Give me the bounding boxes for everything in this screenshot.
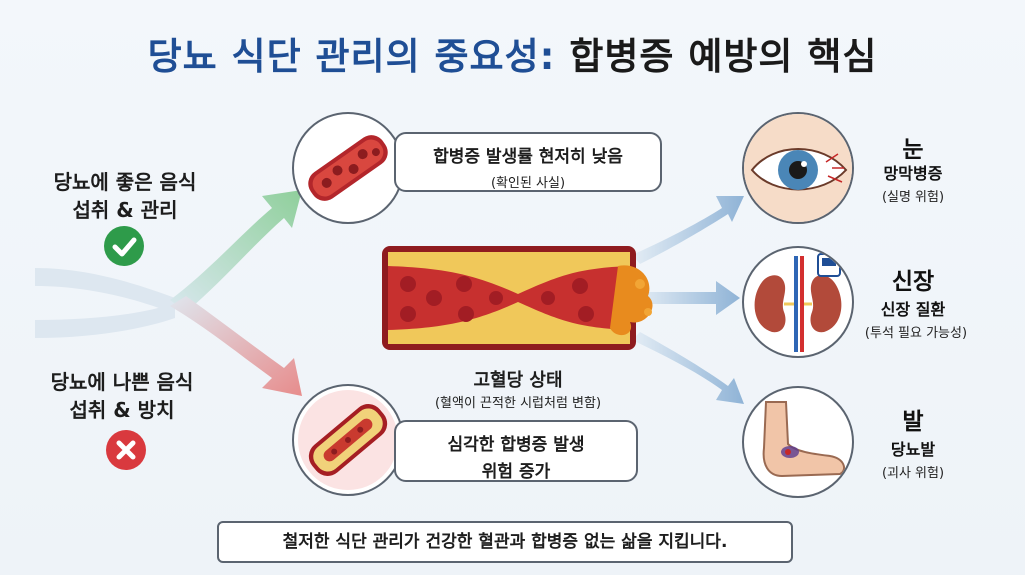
bad-outcome-line2: 위험 증가 bbox=[481, 462, 551, 482]
footer-message: 철저한 식단 관리가 건강한 혈관과 합병증 없는 삶을 지킵니다. bbox=[217, 521, 793, 563]
organ-foot-note: (괴사 위험) bbox=[881, 466, 945, 481]
bad-outcome-callout: 심각한 합병증 발생 위험 증가 bbox=[394, 420, 638, 482]
good-outcome-sub: (확인된 사실) bbox=[490, 176, 566, 191]
x-icon bbox=[106, 430, 146, 470]
organ-foot-title: 발 bbox=[902, 409, 924, 435]
good-path-arrow bbox=[170, 190, 302, 312]
bad-choice-line2: 섭취 & 방치 bbox=[69, 398, 175, 422]
incoming-arrow-top bbox=[35, 268, 175, 314]
foot-icon bbox=[762, 401, 846, 478]
good-outcome-callout: 합병증 발생률 현저히 낮음 (확인된 사실) bbox=[394, 132, 662, 192]
bad-outcome-line1: 심각한 합병증 발생 bbox=[447, 435, 585, 455]
bad-path-arrow bbox=[170, 296, 302, 396]
arrow-to-foot bbox=[632, 332, 744, 404]
organ-eye-note: (실명 위험) bbox=[881, 190, 945, 205]
healthy-vessel-icon bbox=[308, 135, 388, 201]
bad-choice-line1: 당뇨에 나쁜 음식 bbox=[50, 370, 194, 394]
center-sub: (혈액이 끈적한 시럽처럼 변함) bbox=[434, 396, 602, 411]
bad-choice-label: 당뇨에 나쁜 음식 섭취 & 방치 bbox=[32, 368, 212, 424]
check-icon bbox=[104, 226, 144, 266]
organ-kidney-sub: 신장 질환 bbox=[880, 300, 946, 319]
good-choice-line1: 당뇨에 좋은 음식 bbox=[53, 170, 197, 194]
foot-circle bbox=[742, 386, 854, 498]
good-choice-label: 당뇨에 좋은 음식 섭취 & 관리 bbox=[40, 168, 210, 224]
artery-illustration bbox=[382, 246, 653, 350]
organ-eye-sub: 망막병증 bbox=[883, 164, 943, 183]
organ-kidney-note: (투석 필요 가능성) bbox=[864, 326, 968, 341]
kidney-icon bbox=[754, 253, 842, 352]
organ-foot-sub: 당뇨발 bbox=[890, 440, 936, 459]
eye-icon bbox=[744, 114, 852, 222]
title-part1: 당뇨 식단 관리의 중요성: bbox=[147, 35, 556, 78]
kidney-circle bbox=[742, 246, 854, 358]
eye-circle bbox=[742, 112, 854, 224]
organ-kidney-title: 신장 bbox=[891, 269, 935, 295]
arrow-to-kidney bbox=[636, 281, 740, 315]
damaged-vessel-circle bbox=[292, 384, 404, 496]
good-choice-line2: 섭취 & 관리 bbox=[72, 198, 178, 222]
damaged-vessel-icon bbox=[298, 390, 398, 490]
healthy-vessel-circle bbox=[292, 112, 404, 224]
center-label: 고혈당 상태 bbox=[473, 370, 563, 391]
page-title: 당뇨 식단 관리의 중요성: 합병증 예방의 핵심 bbox=[0, 26, 1025, 80]
incoming-arrow-bottom bbox=[35, 303, 175, 338]
arrow-to-eye bbox=[632, 196, 744, 264]
title-part2: 합병증 예방의 핵심 bbox=[569, 35, 878, 78]
good-outcome-main: 합병증 발생률 현저히 낮음 bbox=[433, 147, 623, 167]
organ-eye-title: 눈 bbox=[902, 137, 924, 163]
